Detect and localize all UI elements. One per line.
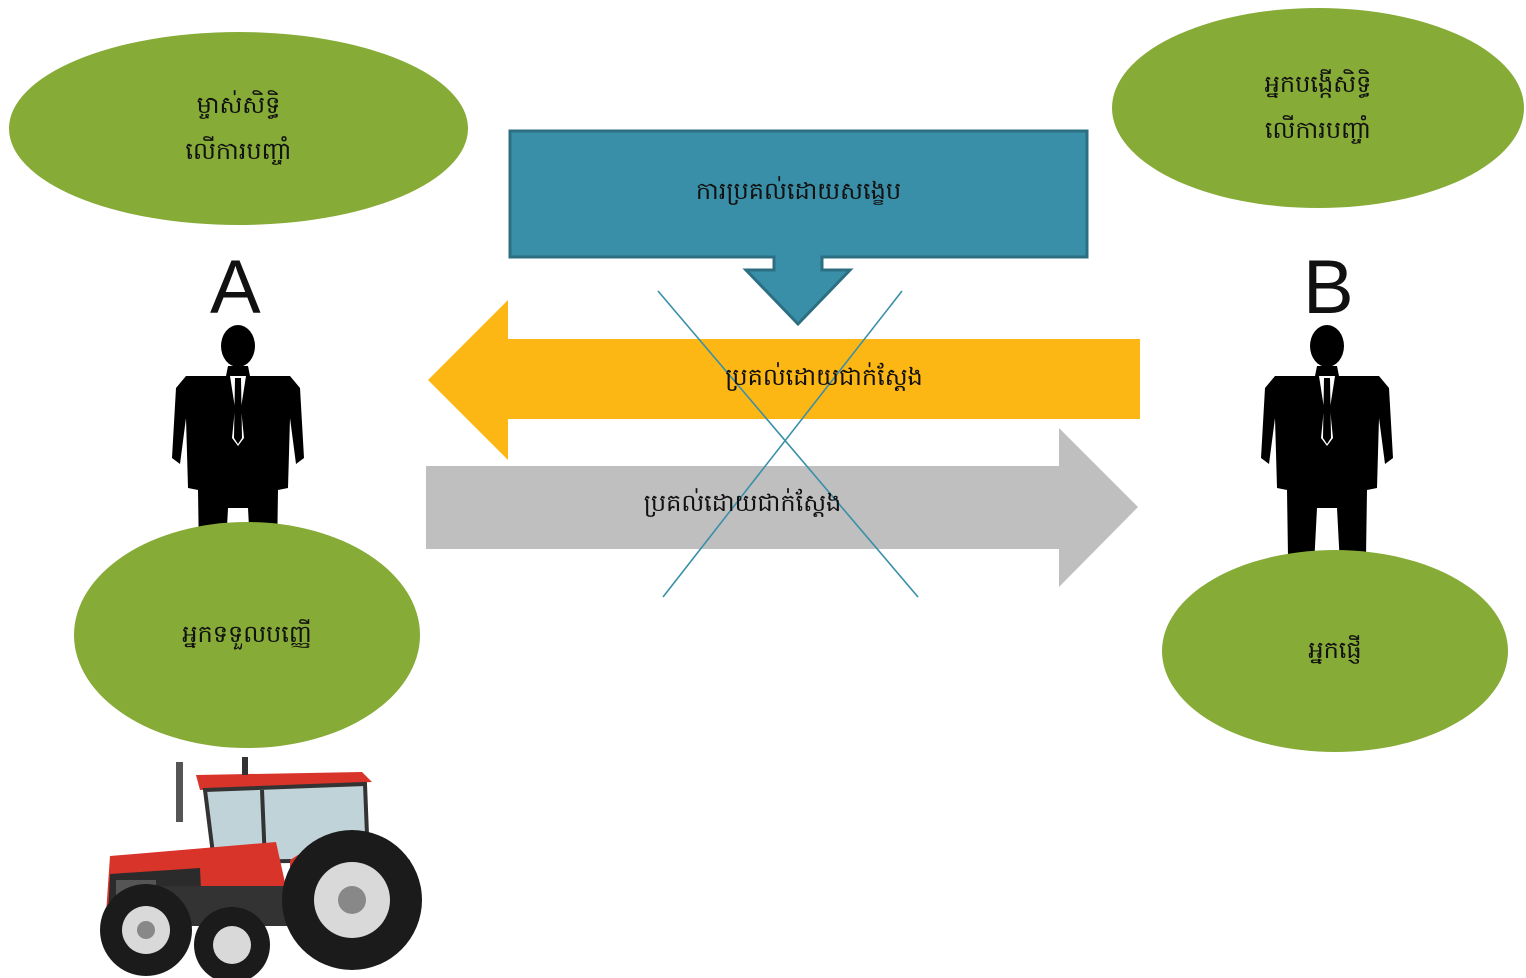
actual-delivery-left-arrow bbox=[428, 300, 1140, 460]
actual-delivery-right-arrow bbox=[426, 428, 1138, 587]
party-b-letter: B bbox=[1303, 245, 1354, 330]
actual-delivery-b-to-a-label: ប្រគល់ដោយជាក់ស្តែង bbox=[725, 363, 923, 391]
bailor-label-b: អ្នកផ្ញើ bbox=[1308, 636, 1362, 665]
constructive-delivery-label: ការប្រគល់ដោយសង្ខេប bbox=[695, 177, 902, 205]
bailee-oval-a: អ្នកទទួលបញ្ញើ bbox=[74, 522, 420, 748]
grantor-label-b-line2: លើការបញ្ចាំ bbox=[1264, 116, 1372, 144]
grantor-oval-b: អ្នកបង្កើសិទ្ធិ លើការបញ្ចាំ bbox=[1112, 8, 1524, 208]
owner-label-a-line2: លើការបញ្ចាំ bbox=[185, 136, 292, 165]
cross-out-line-2 bbox=[662, 290, 903, 598]
constructive-delivery-callout bbox=[508, 129, 1089, 327]
actual-delivery-a-to-b-label: ប្រគល់ដោយជាក់ស្តែង bbox=[643, 489, 842, 517]
cross-out-line-1 bbox=[657, 290, 919, 598]
owner-oval-a: ម្ចាស់សិទ្ធិ លើការបញ្ចាំ bbox=[9, 32, 468, 225]
tractor-icon bbox=[100, 757, 422, 978]
grantor-label-b-line1: អ្នកបង្កើសិទ្ធិ bbox=[1264, 70, 1372, 99]
party-a-letter: A bbox=[210, 245, 261, 330]
owner-label-a-line1: ម្ចាស់សិទ្ធិ bbox=[196, 90, 281, 119]
bailee-label-a: អ្នកទទួលបញ្ញើ bbox=[182, 620, 312, 649]
bailor-oval-b: អ្នកផ្ញើ bbox=[1162, 550, 1508, 752]
